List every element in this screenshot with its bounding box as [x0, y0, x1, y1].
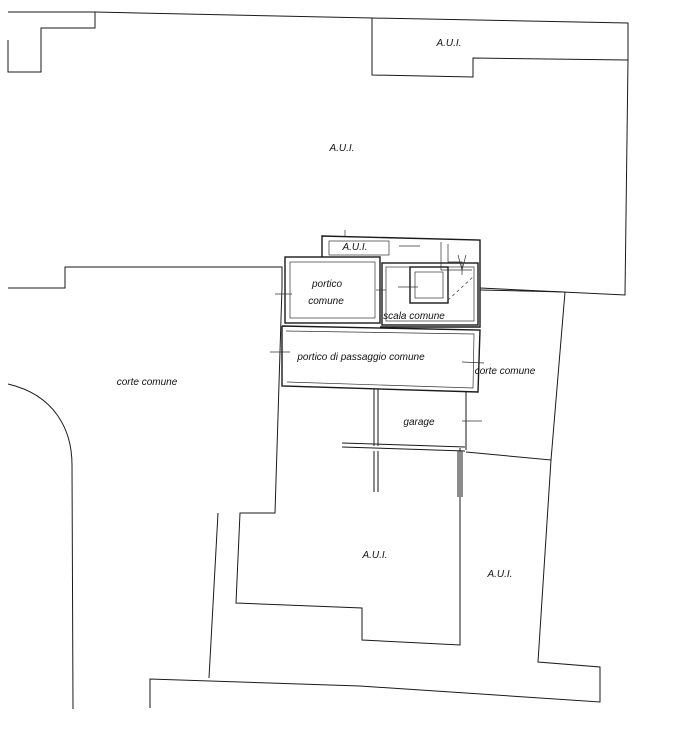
- label-portico-comune: comune: [308, 296, 344, 307]
- aui-top-block: [7, 11, 629, 296]
- garage-area: [341, 389, 482, 497]
- portico-passaggio-area: [281, 325, 485, 393]
- label-scala-comune: scala comune: [383, 311, 445, 322]
- label-aui-top-center: A.U.I.: [328, 143, 354, 154]
- label-portico-passaggio: portico di passaggio comune: [296, 352, 425, 363]
- label-aui-small: A.U.I.: [341, 242, 367, 253]
- label-corte-comune-right: corte comune: [475, 366, 536, 377]
- label-aui-bottom-right: A.U.I.: [486, 569, 512, 580]
- label-aui-top-right: A.U.I.: [435, 38, 461, 49]
- central-block: [270, 230, 481, 353]
- label-garage: garage: [403, 417, 435, 428]
- corte-comune-left-area: [7, 266, 461, 710]
- corte-comune-right-area: [149, 289, 601, 708]
- label-corte-comune-left: corte comune: [117, 377, 178, 388]
- label-portico: portico: [311, 279, 342, 290]
- label-aui-bottom-center: A.U.I.: [361, 550, 387, 561]
